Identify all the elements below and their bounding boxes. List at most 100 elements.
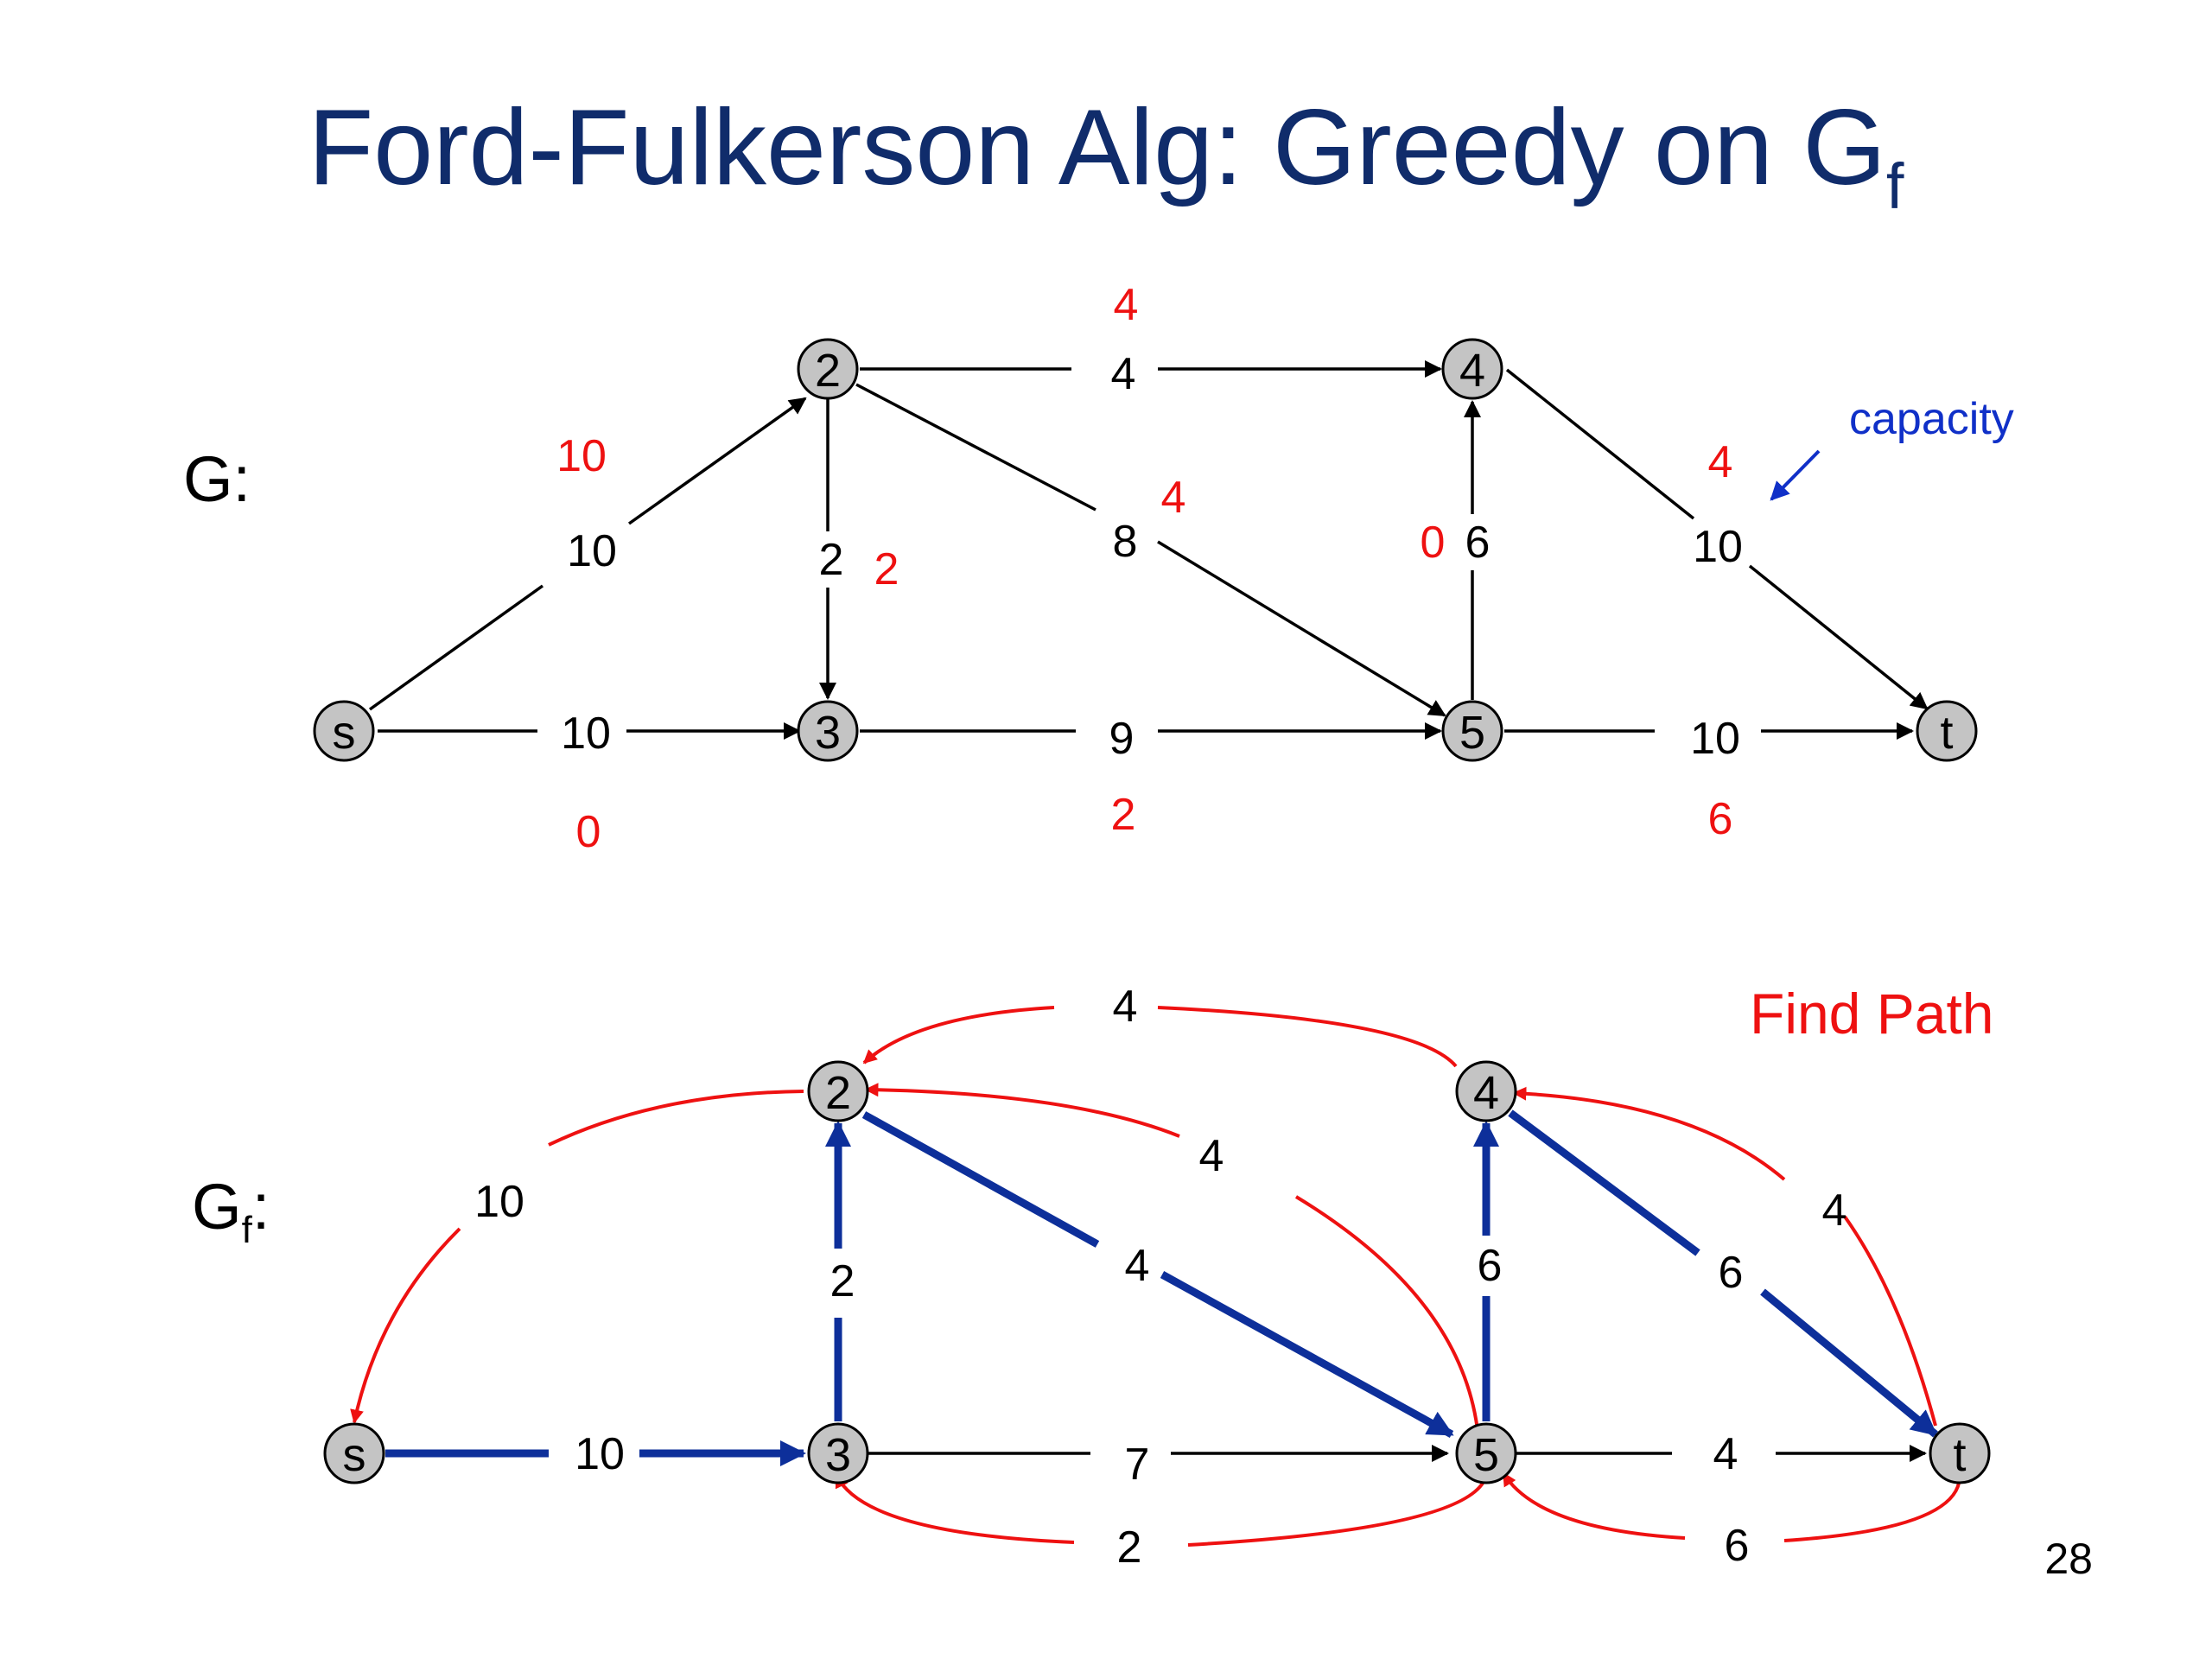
- gf-label-5-4: 6: [1478, 1241, 1503, 1291]
- gf-label-s-3: 10: [575, 1429, 625, 1479]
- capacity-annotation: capacity: [1770, 394, 2014, 501]
- node-g-5: 5: [1441, 700, 1503, 762]
- node-g-t: t: [1916, 700, 1978, 762]
- node-gf-5-label: 5: [1473, 1429, 1499, 1481]
- gf-label-5-t: 4: [1713, 1429, 1738, 1479]
- flow-label-5-4: 0: [1421, 518, 1446, 568]
- node-g-5-label: 5: [1459, 707, 1485, 759]
- node-gf-4-label: 4: [1473, 1067, 1499, 1119]
- flow-label-2-3: 2: [874, 544, 899, 594]
- capacity-annotation-arrow: [1770, 449, 1821, 501]
- edge-g-4-t-a: [1505, 368, 1695, 520]
- gf-label-t-5: 6: [1725, 1521, 1750, 1571]
- node-gf-t-label: t: [1953, 1429, 1966, 1481]
- node-g-s: s: [313, 700, 375, 762]
- edge-g-4-t-b: [1748, 564, 1929, 710]
- path-edge-4-t-a: [1508, 1109, 1700, 1256]
- residual-edge-2-s-a: [548, 1090, 804, 1147]
- node-g-4-label: 4: [1459, 345, 1485, 397]
- residual-edge-4-2-a: [1157, 1006, 1458, 1068]
- node-gf-s: s: [323, 1422, 385, 1484]
- gf-label-5-3: 2: [1117, 1522, 1142, 1573]
- edge-g-2-5-a: [855, 383, 1096, 512]
- node-gf-s-label: s: [343, 1429, 366, 1481]
- gf-label-3-5: 7: [1125, 1440, 1150, 1490]
- flow-label-5-t: 6: [1708, 794, 1733, 844]
- capacity-label-3-5: 9: [1109, 714, 1135, 764]
- flow-label-s-3: 0: [576, 807, 601, 857]
- gf-label-2-s: 10: [474, 1177, 524, 1227]
- node-gf-2-label: 2: [825, 1067, 851, 1119]
- node-g-s-label: s: [333, 707, 356, 759]
- capacity-label-2-5: 8: [1113, 517, 1138, 567]
- capacity-label-s-2: 10: [567, 526, 617, 576]
- residual-edge-5-2-a: [1294, 1195, 1479, 1431]
- residual-edge-4-2-b: [862, 1006, 1055, 1065]
- node-g-3: 3: [797, 700, 859, 762]
- slide-title: Ford-Fulkerson Alg: Greedy on Gf: [0, 86, 2212, 223]
- slide-title-subscript: f: [1885, 150, 1904, 222]
- residual-edge-2-s-b: [350, 1227, 461, 1424]
- node-g-3-label: 3: [815, 707, 841, 759]
- graph-g-nodes: s 2 3 4 5 t: [313, 338, 1978, 762]
- graph-gf-path-edges: [385, 1109, 1938, 1466]
- node-g-4: 4: [1441, 338, 1503, 400]
- gf-label-t-4: 4: [1822, 1185, 1847, 1236]
- node-gf-3: 3: [807, 1422, 869, 1484]
- node-g-2: 2: [797, 338, 859, 400]
- graph-gf-label-sub: f: [241, 1209, 252, 1251]
- page-number: 28: [2044, 1535, 2093, 1583]
- graph-gf-label-colon: :: [251, 1171, 270, 1243]
- capacity-label-5-4: 6: [1465, 518, 1491, 568]
- graph-gf-edge-labels: 10 2 4 6 6 7 4 10 4 4 4 2 6: [474, 982, 1847, 1573]
- node-g-t-label: t: [1940, 707, 1953, 759]
- gf-label-3-2: 2: [830, 1256, 855, 1306]
- node-gf-t: t: [1929, 1422, 1991, 1484]
- graph-gf-nodes: s 2 3 4 5 t: [323, 1060, 1991, 1484]
- edge-g-s-2-a: [368, 584, 544, 711]
- node-gf-5: 5: [1455, 1422, 1517, 1484]
- capacity-label-4-t: 10: [1693, 522, 1743, 572]
- gf-label-4-2: 4: [1113, 982, 1138, 1032]
- graph-gf-reverse-edges: [350, 1006, 1961, 1547]
- flow-label-3-5: 2: [1111, 790, 1136, 840]
- capacity-label-5-t: 10: [1690, 714, 1740, 764]
- gf-label-5-2: 4: [1199, 1131, 1224, 1181]
- residual-edge-t-4-a: [1843, 1215, 1937, 1427]
- node-gf-3-label: 3: [825, 1429, 851, 1481]
- capacity-label-s-3: 10: [561, 709, 611, 759]
- node-gf-4: 4: [1455, 1060, 1517, 1122]
- capacity-label-2-3: 2: [819, 535, 844, 585]
- residual-edge-5-3-b: [835, 1473, 1075, 1544]
- residual-edge-t-4-b: [1512, 1086, 1786, 1181]
- flow-label-2-4: 4: [1114, 280, 1139, 330]
- residual-edge-t-5-b: [1502, 1471, 1686, 1540]
- capacity-label-2-4: 4: [1111, 349, 1136, 399]
- node-g-2-label: 2: [815, 345, 841, 397]
- gf-label-2-5: 4: [1125, 1241, 1150, 1291]
- graph-g-capacity-labels: 10 10 2 4 8 9 6 10 10: [561, 349, 1743, 764]
- graph-gf-label-main: G: [192, 1171, 242, 1243]
- edge-g-s-2-b: [627, 397, 807, 525]
- graph-g-flow-labels: 10 0 2 4 4 2 0 4 6: [556, 280, 1732, 857]
- capacity-annotation-text: capacity: [1849, 394, 2014, 444]
- graph-g-edges: [368, 360, 1929, 740]
- residual-edge-t-5-a: [1783, 1477, 1961, 1542]
- path-edge-2-5-a: [861, 1111, 1100, 1248]
- edge-g-2-5-b: [1157, 540, 1446, 717]
- flow-label-s-2: 10: [556, 431, 607, 481]
- flow-label-4-t: 4: [1708, 437, 1733, 487]
- residual-edge-5-2-b: [864, 1083, 1180, 1138]
- graph-gf-label: Gf:: [192, 1170, 270, 1252]
- graph-g-label: G:: [183, 443, 251, 515]
- slide-title-text: Ford-Fulkerson Alg: Greedy on G: [308, 88, 1886, 207]
- node-gf-2: 2: [807, 1060, 869, 1122]
- path-edge-2-5-b: [1160, 1271, 1454, 1438]
- residual-edge-5-3-a: [1187, 1479, 1486, 1547]
- flow-label-2-5: 4: [1161, 473, 1186, 523]
- gf-label-4-t: 6: [1719, 1248, 1744, 1298]
- find-path-annotation: Find Path: [1750, 982, 1994, 1046]
- path-edge-4-t-b: [1760, 1288, 1938, 1438]
